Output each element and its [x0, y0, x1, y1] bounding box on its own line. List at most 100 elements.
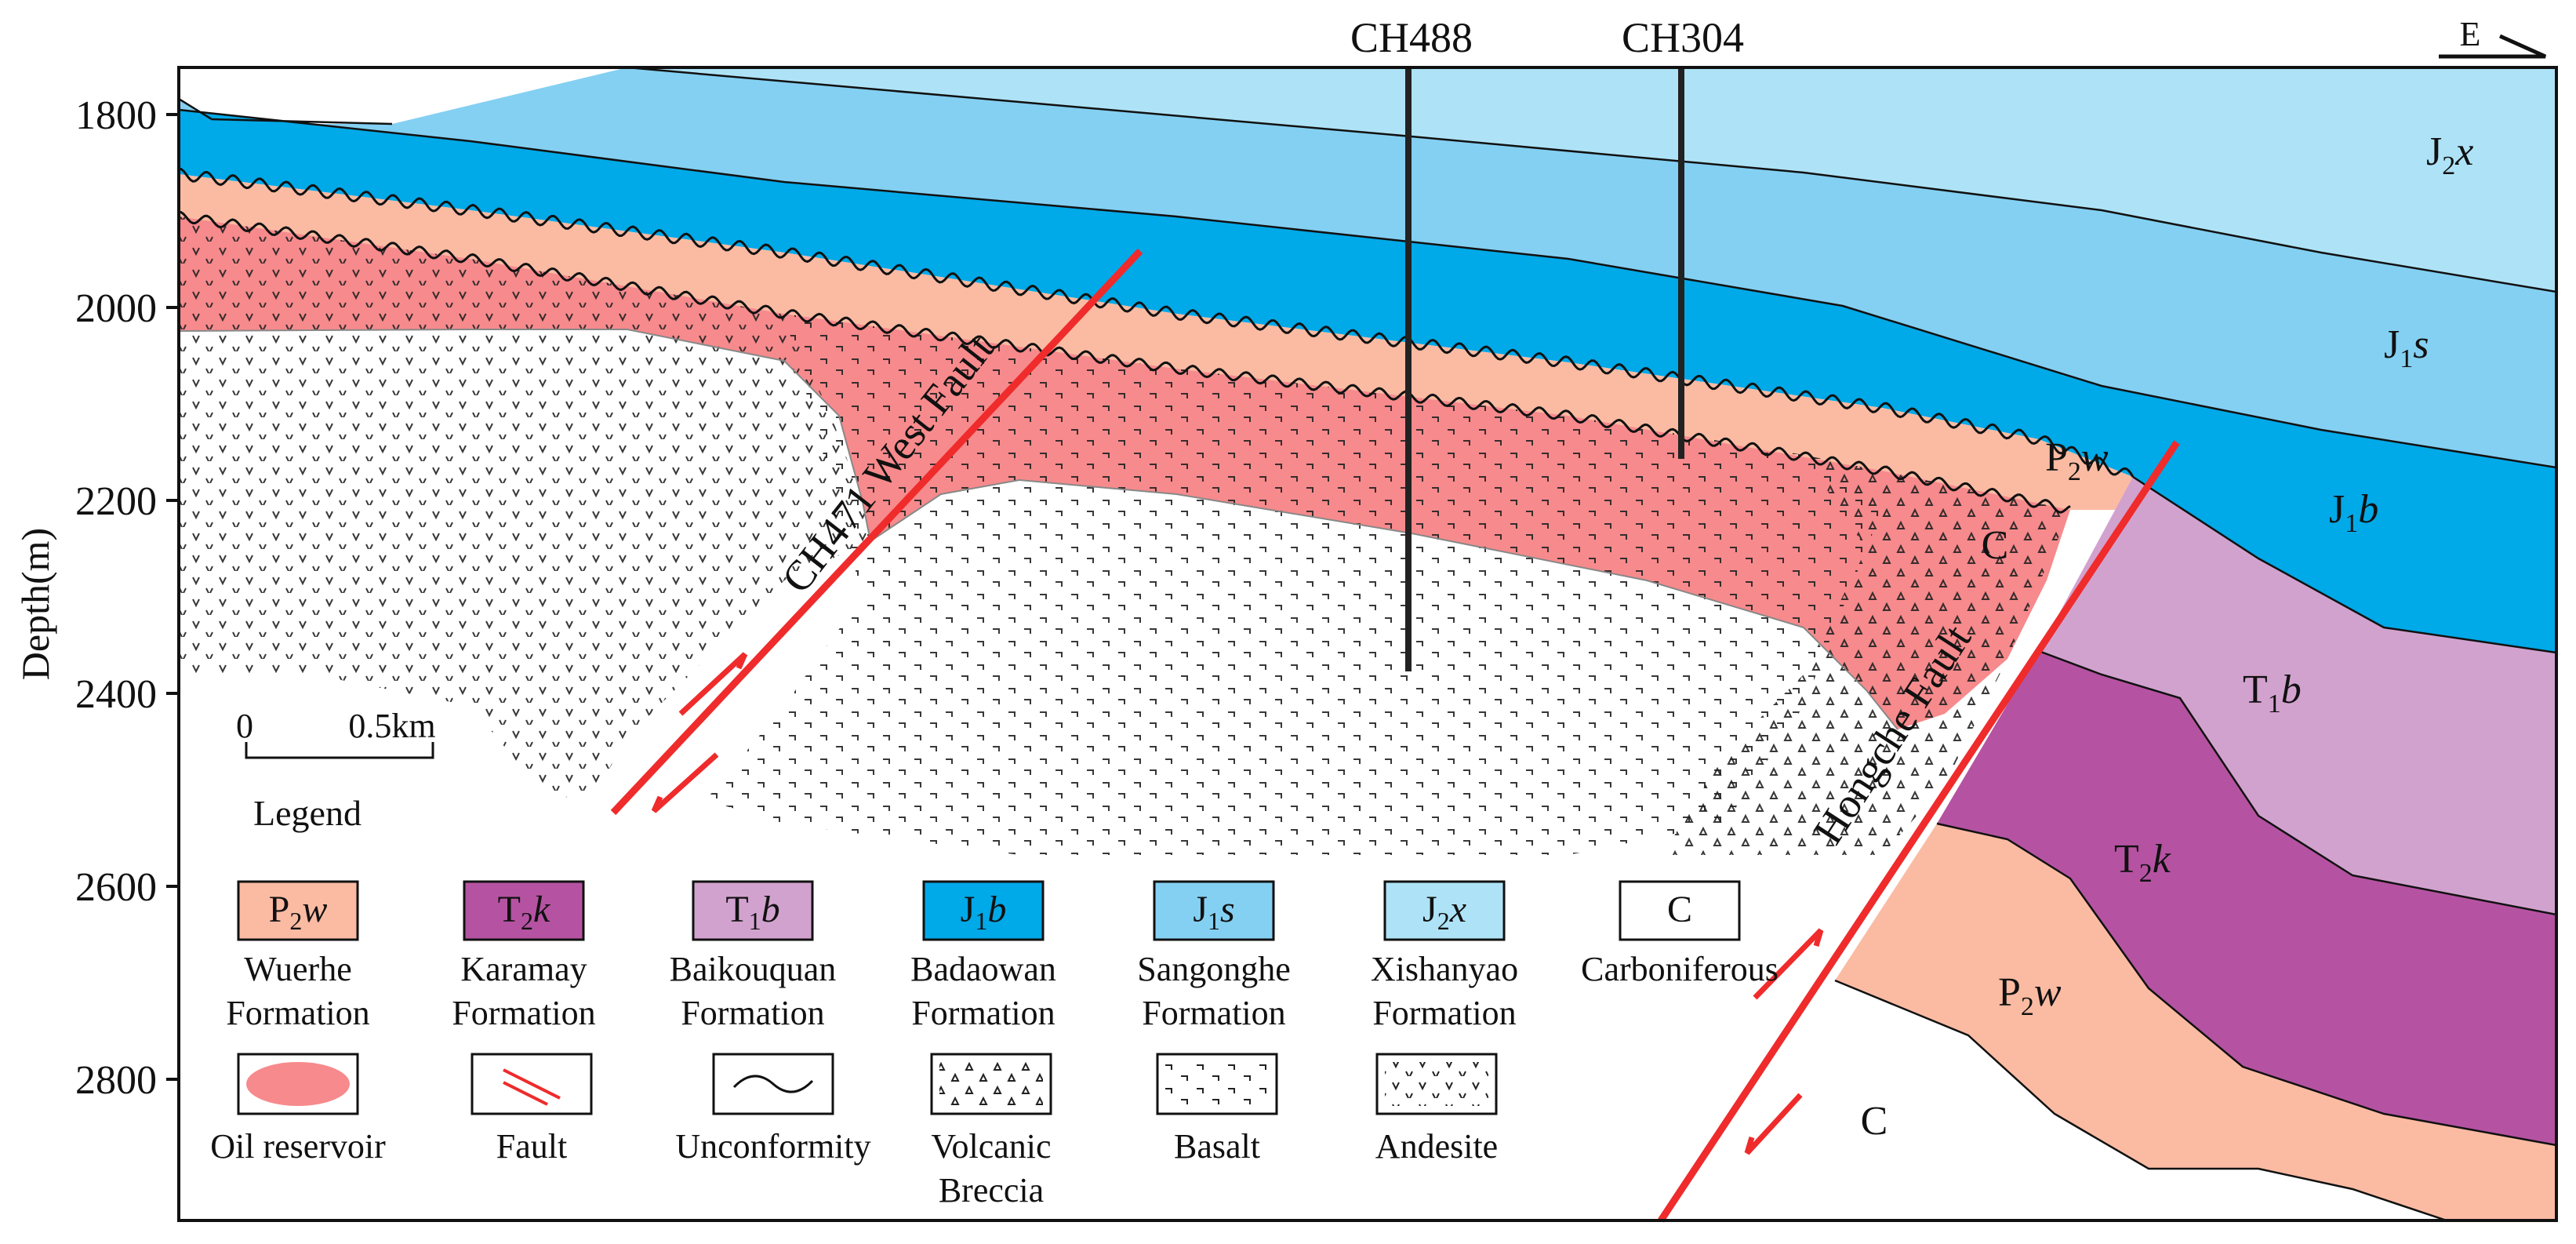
legend-label: Xishanyao — [1371, 950, 1518, 988]
legend-swatch — [1383, 880, 1506, 941]
legend-fault: Fault — [471, 1053, 593, 1166]
boundary-t2k-p2w — [1936, 822, 2556, 1147]
plot-frame — [177, 66, 2558, 1222]
oil-ellipse-icon — [246, 1062, 350, 1106]
y-axis: 1800 2000 2200 2400 2600 2800 Depth(m) — [13, 93, 179, 1103]
y-tick-2000: 2000 — [75, 286, 157, 331]
legend-label: Sangonghe — [1137, 950, 1291, 988]
legend-swatch — [1619, 880, 1741, 941]
unit-label-c-lower: C — [1861, 1099, 1888, 1144]
unit-label-c-upper: C — [1982, 523, 2009, 568]
legend-label-line2: Formation — [226, 994, 369, 1032]
legend-label: Carboniferous — [1581, 950, 1778, 988]
unit-label-j1b: J1b — [2329, 487, 2378, 538]
fault-arrow-icon — [503, 1068, 561, 1106]
legend-title: Legend — [253, 793, 362, 833]
breccia-pattern-area — [1662, 455, 2070, 855]
boundary-j2x-j1s — [627, 67, 2556, 293]
unit-label-j2x: J2x — [2426, 129, 2473, 180]
legend-symbol: J2x — [1422, 889, 1466, 935]
legend-label: Badaowan — [910, 950, 1056, 988]
well-ch488-label: CH488 — [1350, 14, 1473, 61]
rock-pattern-icon — [939, 1062, 1043, 1106]
legend-andesite: Andesite — [1375, 1053, 1498, 1166]
fault-west-arrows — [651, 652, 748, 813]
legend-label-line2: Formation — [911, 994, 1055, 1032]
rock-pattern-icon — [1385, 1062, 1488, 1106]
legend-label: Karamay — [460, 950, 587, 988]
legend-label: Volcanic — [931, 1127, 1051, 1166]
compass-east: E — [2439, 15, 2547, 59]
scale-end: 0.5km — [348, 707, 435, 745]
legend-label: Andesite — [1375, 1127, 1498, 1166]
legend-basalt: Basalt — [1156, 1053, 1278, 1166]
layer-p2w-lower — [1835, 824, 2556, 1220]
layer-p2w-upper — [179, 174, 2156, 510]
legend-swatch — [1153, 880, 1275, 941]
rock-pattern-icon — [1165, 1062, 1269, 1106]
boundary-p2w-c — [1834, 979, 2447, 1220]
legend-label: Baikouquan — [670, 950, 837, 988]
unit-label-t1b: T1b — [2243, 667, 2302, 718]
legend-formation-6: C Carboniferous — [1581, 880, 1778, 988]
layer-j2x — [179, 67, 2556, 292]
legend-symbol: P2w — [269, 889, 328, 935]
unit-label-j1s: J1s — [2384, 322, 2429, 373]
legend-label: Wuerhe — [244, 950, 351, 988]
legend-label-line2: Formation — [1372, 994, 1516, 1032]
legend-label-line2: Breccia — [939, 1171, 1044, 1209]
legend-label-line2: Formation — [1142, 994, 1285, 1032]
unit-label-p2w-lower: P2w — [1998, 970, 2062, 1021]
fault-ch471-west — [610, 248, 1143, 816]
unconformity-wave-icon — [732, 1075, 814, 1093]
layer-t1b — [2039, 477, 2556, 915]
unit-label-p2w-upper: P2w — [2045, 435, 2109, 486]
unit-label-t2k: T2k — [2114, 837, 2171, 888]
well-ch304-label: CH304 — [1622, 14, 1744, 61]
scale-bar: 0 0.5km — [236, 707, 436, 759]
basalt-pattern-area — [706, 314, 1882, 855]
legend-oil-reservoir: Oil reservoir — [210, 1053, 386, 1166]
legend-swatch — [692, 880, 814, 941]
legend-symbol: C — [1667, 889, 1692, 930]
y-tick-2800: 2800 — [75, 1058, 157, 1103]
legend-label: Fault — [496, 1127, 567, 1166]
legend-symbol: J1b — [961, 889, 1007, 935]
legend-symbol: T1b — [725, 889, 779, 935]
unconformity-upper — [179, 167, 2135, 478]
legend-label: Basalt — [1174, 1127, 1260, 1166]
boundary-t1b-t2k — [2038, 649, 2556, 916]
y-tick-2400: 2400 — [75, 672, 157, 717]
legend-label-line2: Formation — [681, 994, 824, 1032]
legend-symbol: T2k — [498, 889, 551, 935]
legend-label: Oil reservoir — [210, 1127, 386, 1166]
compass-label: E — [2460, 15, 2481, 53]
layer-j1s — [179, 67, 2556, 467]
y-axis-label: Depth(m) — [13, 528, 57, 680]
legend-unconformity: Unconformity — [675, 1053, 871, 1166]
boundary-j1b-t1b — [2132, 475, 2556, 654]
y-tick-2600: 2600 — [75, 865, 157, 910]
legend-label: Unconformity — [675, 1127, 870, 1166]
fault-east-arrows — [1744, 928, 1824, 1155]
legend-swatch — [237, 880, 359, 941]
fault-hongche — [1658, 440, 2180, 1223]
legend-label-line2: Formation — [452, 994, 595, 1032]
legend-swatch — [463, 880, 585, 941]
legend-symbol: J1s — [1193, 889, 1234, 935]
layer-j1b — [179, 110, 2556, 653]
andesite-pattern-area — [179, 216, 870, 800]
unconformity-lower — [179, 210, 2071, 514]
legend: Legend P2wWuerheFormationT2kKaramayForma… — [210, 793, 1778, 1209]
legend-swatch — [922, 880, 1045, 941]
y-tick-1800: 1800 — [75, 93, 157, 138]
layer-t2k — [1937, 651, 2556, 1145]
